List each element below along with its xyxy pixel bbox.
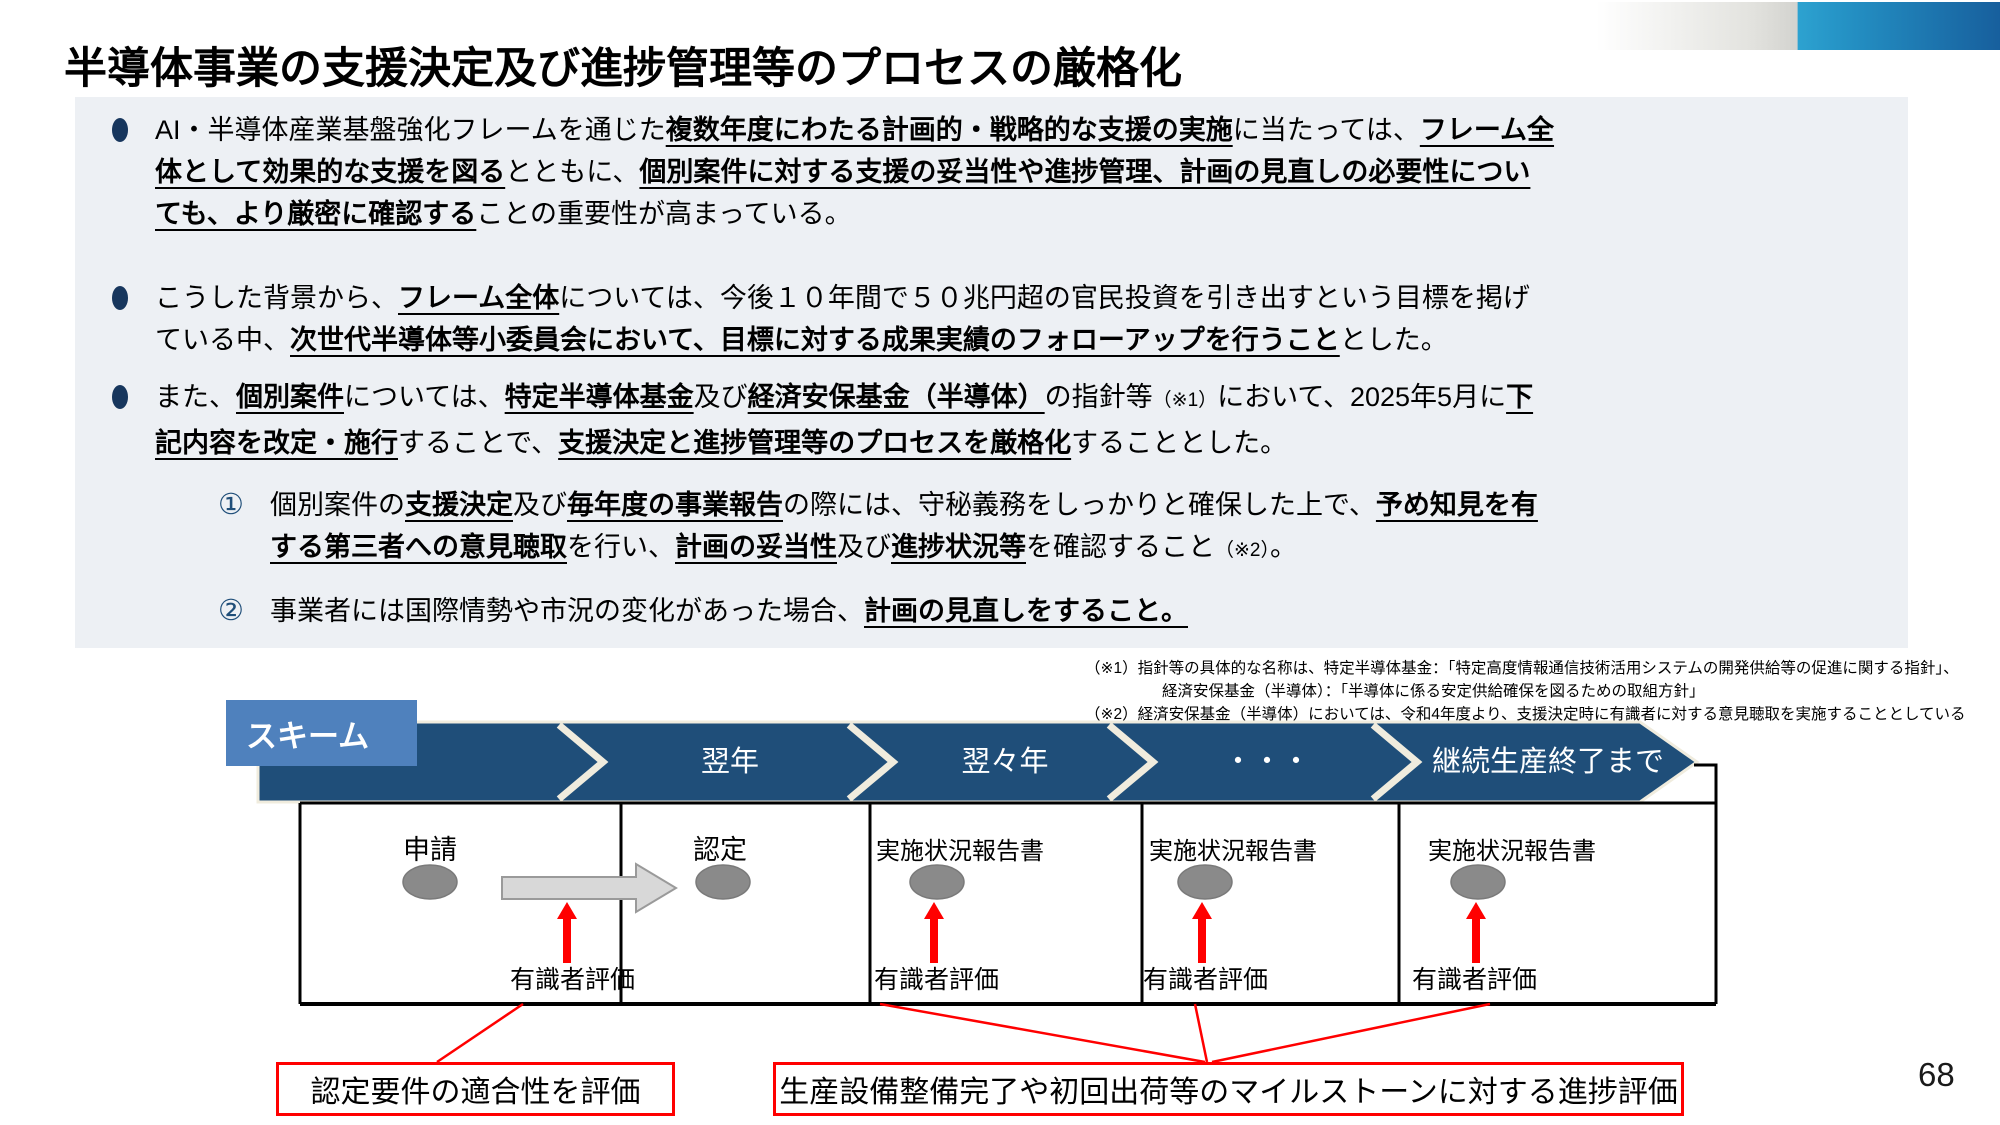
expert-arrow-icon: [1192, 902, 1212, 963]
bullet-text: こうした背景から、フレーム全体については、今後１０年間で５０兆円超の官民投資を引…: [155, 283, 1530, 355]
band-separator-icon: [846, 722, 899, 802]
col-label-certification: 認定: [693, 835, 747, 865]
footnote-line-2: 経済安保基金（半導体）：「半導体に係る安定供給確保を図るための取組方針」: [1162, 683, 1705, 700]
top-gradient-bar: [1596, 2, 2000, 50]
numbered-item-text: 個別案件の支援決定及び毎年度の事業報告の際には、守秘義務をしっかりと確保した上で…: [270, 490, 1538, 562]
connector-line: [879, 1002, 1206, 1064]
bullet-marker-icon: [112, 286, 128, 310]
milestone-oval: [402, 864, 458, 900]
callout-box-certification: 認定要件の適合性を評価: [276, 1062, 675, 1116]
milestone-oval: [695, 864, 751, 900]
milestone-oval: [1450, 864, 1506, 900]
connector-line: [1211, 1002, 1491, 1064]
bracket-line: [1694, 763, 1718, 1004]
milestone-oval: [1177, 864, 1233, 900]
callout-box-milestone: 生産設備整備完了や初回出荷等のマイルストーンに対する進捗評価: [773, 1062, 1684, 1116]
callout-text: 生産設備整備完了や初回出荷等のマイルストーンに対する進捗評価: [779, 1076, 1678, 1109]
band-separator-icon: [1370, 722, 1423, 802]
numbered-item-text: 事業者には国際情勢や市況の変化があった場合、計画の見直しをすること。: [270, 596, 1188, 626]
connector-line: [436, 1002, 524, 1064]
timeline-band: [256, 720, 1700, 804]
bullet-marker-icon: [112, 118, 128, 142]
band-segment-label: 翌年: [700, 746, 759, 778]
bullet-item: また、個別案件については、特定半導体基金及び経済安保基金（半導体）の指針等（※1…: [112, 376, 1572, 464]
expert-eval-label: 有識者評価: [510, 966, 636, 994]
page-number: 68: [1918, 1056, 1955, 1093]
band-separator-icon: [1106, 722, 1159, 802]
band-segment-label: ・・・: [1223, 746, 1311, 778]
flow-arrow-icon: [501, 862, 678, 914]
numbered-item: ① 個別案件の支援決定及び毎年度の事業報告の際には、守秘義務をしっかりと確保した…: [218, 484, 1560, 572]
footnote-line-3: （※2）経済安保基金（半導体）においては、令和4年度より、支援決定時に有識者に対…: [1085, 706, 1966, 723]
bullet-text: AI・半導体産業基盤強化フレームを通じた複数年度にわたる計画的・戦略的な支援の実…: [155, 115, 1555, 229]
scheme-label: スキーム: [246, 718, 370, 754]
bullet-text: また、個別案件については、特定半導体基金及び経済安保基金（半導体）の指針等（※1…: [155, 382, 1534, 458]
connector-line: [1193, 1003, 1209, 1063]
page-title: 半導体事業の支援決定及び進捗管理等のプロセスの厳格化: [64, 45, 1182, 93]
expert-eval-label: 有識者評価: [1412, 966, 1538, 994]
bullet-item: こうした背景から、フレーム全体については、今後１０年間で５０兆円超の官民投資を引…: [112, 277, 1572, 361]
band-separator-icon: [556, 722, 609, 802]
col-label-application: 申請: [403, 835, 457, 865]
milestone-oval: [909, 864, 965, 900]
numbered-item: ② 事業者には国際情勢や市況の変化があった場合、計画の見直しをすること。: [218, 590, 1560, 632]
item-number: ①: [218, 489, 244, 521]
band-segment-label: 翌々年: [961, 746, 1049, 778]
expert-eval-label: 有識者評価: [874, 966, 1000, 994]
expert-arrow-icon: [1466, 902, 1486, 963]
expert-arrow-icon: [557, 902, 577, 963]
band-segment-label: 継続生産終了まで: [1431, 746, 1664, 778]
content-panel: [75, 97, 1908, 648]
scheme-label-box: スキーム: [226, 700, 417, 766]
col-label-report: 実施状況報告書: [1149, 838, 1317, 865]
bullet-marker-icon: [112, 385, 128, 409]
item-number: ②: [218, 595, 244, 627]
table-grid: [298, 801, 1716, 1006]
expert-arrow-icon: [924, 902, 944, 963]
callout-text: 認定要件の適合性を評価: [310, 1076, 641, 1109]
col-label-report: 実施状況報告書: [1428, 838, 1596, 865]
col-label-report: 実施状況報告書: [876, 838, 1044, 865]
expert-eval-label: 有識者評価: [1143, 966, 1269, 994]
bullet-item: AI・半導体産業基盤強化フレームを通じた複数年度にわたる計画的・戦略的な支援の実…: [112, 109, 1572, 235]
footnote-line-1: （※1）指針等の具体的な名称は、特定半導体基金：「特定高度情報通信技術活用システ…: [1085, 660, 1959, 677]
